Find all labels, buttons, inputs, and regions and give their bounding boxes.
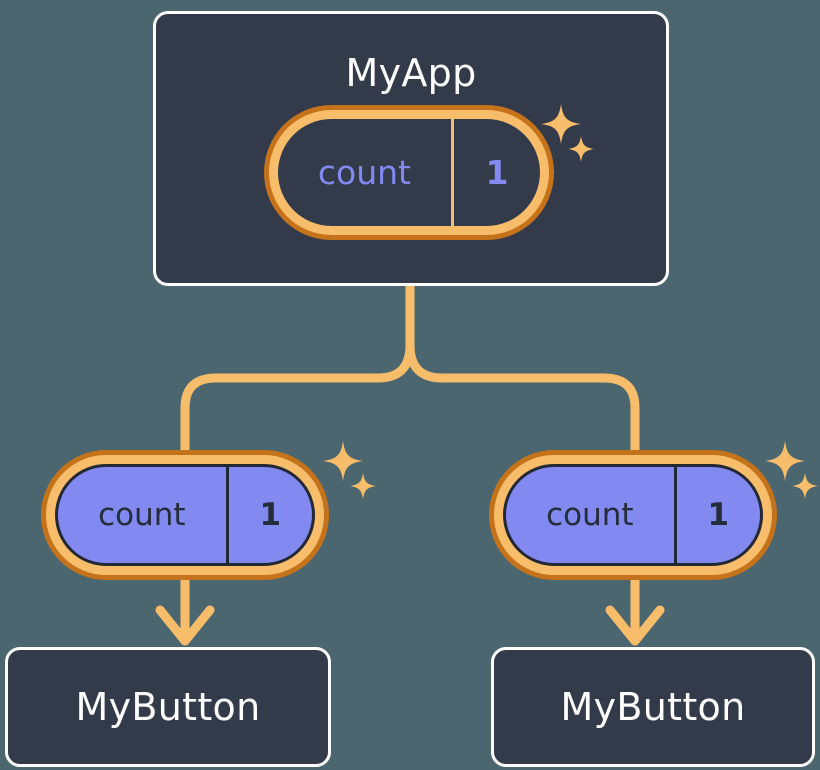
arrow-head-right [605, 605, 665, 646]
arrow-head-left [155, 605, 215, 646]
pill-body: count 1 [55, 464, 315, 566]
state-key: count [317, 153, 411, 192]
state-key: count [98, 496, 186, 533]
leaf-title-right: MyButton [560, 685, 746, 729]
pill-divider [673, 467, 677, 563]
pill-body: count 1 [503, 464, 763, 566]
state-value: 1 [259, 496, 282, 533]
leaf-component-card-right[interactable]: MyButton [491, 647, 815, 767]
state-pill-child-right[interactable]: count 1 [489, 450, 777, 580]
pill-divider [225, 467, 229, 563]
state-key: count [546, 496, 634, 533]
pill-divider [450, 119, 454, 226]
page-title: MyApp [345, 51, 477, 95]
pill-body: count 1 [278, 119, 540, 226]
state-value: 1 [707, 496, 730, 533]
pill-outer-ring: count 1 [269, 110, 549, 235]
connector-branch-left [180, 340, 415, 457]
state-value: 1 [485, 153, 509, 192]
pill-outer-ring: count 1 [494, 455, 772, 575]
connector-branch-right [405, 340, 640, 457]
pill-outer-ring: count 1 [46, 455, 324, 575]
leaf-title-left: MyButton [75, 685, 261, 729]
state-pill-root[interactable]: count 1 [264, 105, 554, 240]
leaf-component-card-left[interactable]: MyButton [5, 647, 331, 767]
state-pill-child-left[interactable]: count 1 [41, 450, 329, 580]
